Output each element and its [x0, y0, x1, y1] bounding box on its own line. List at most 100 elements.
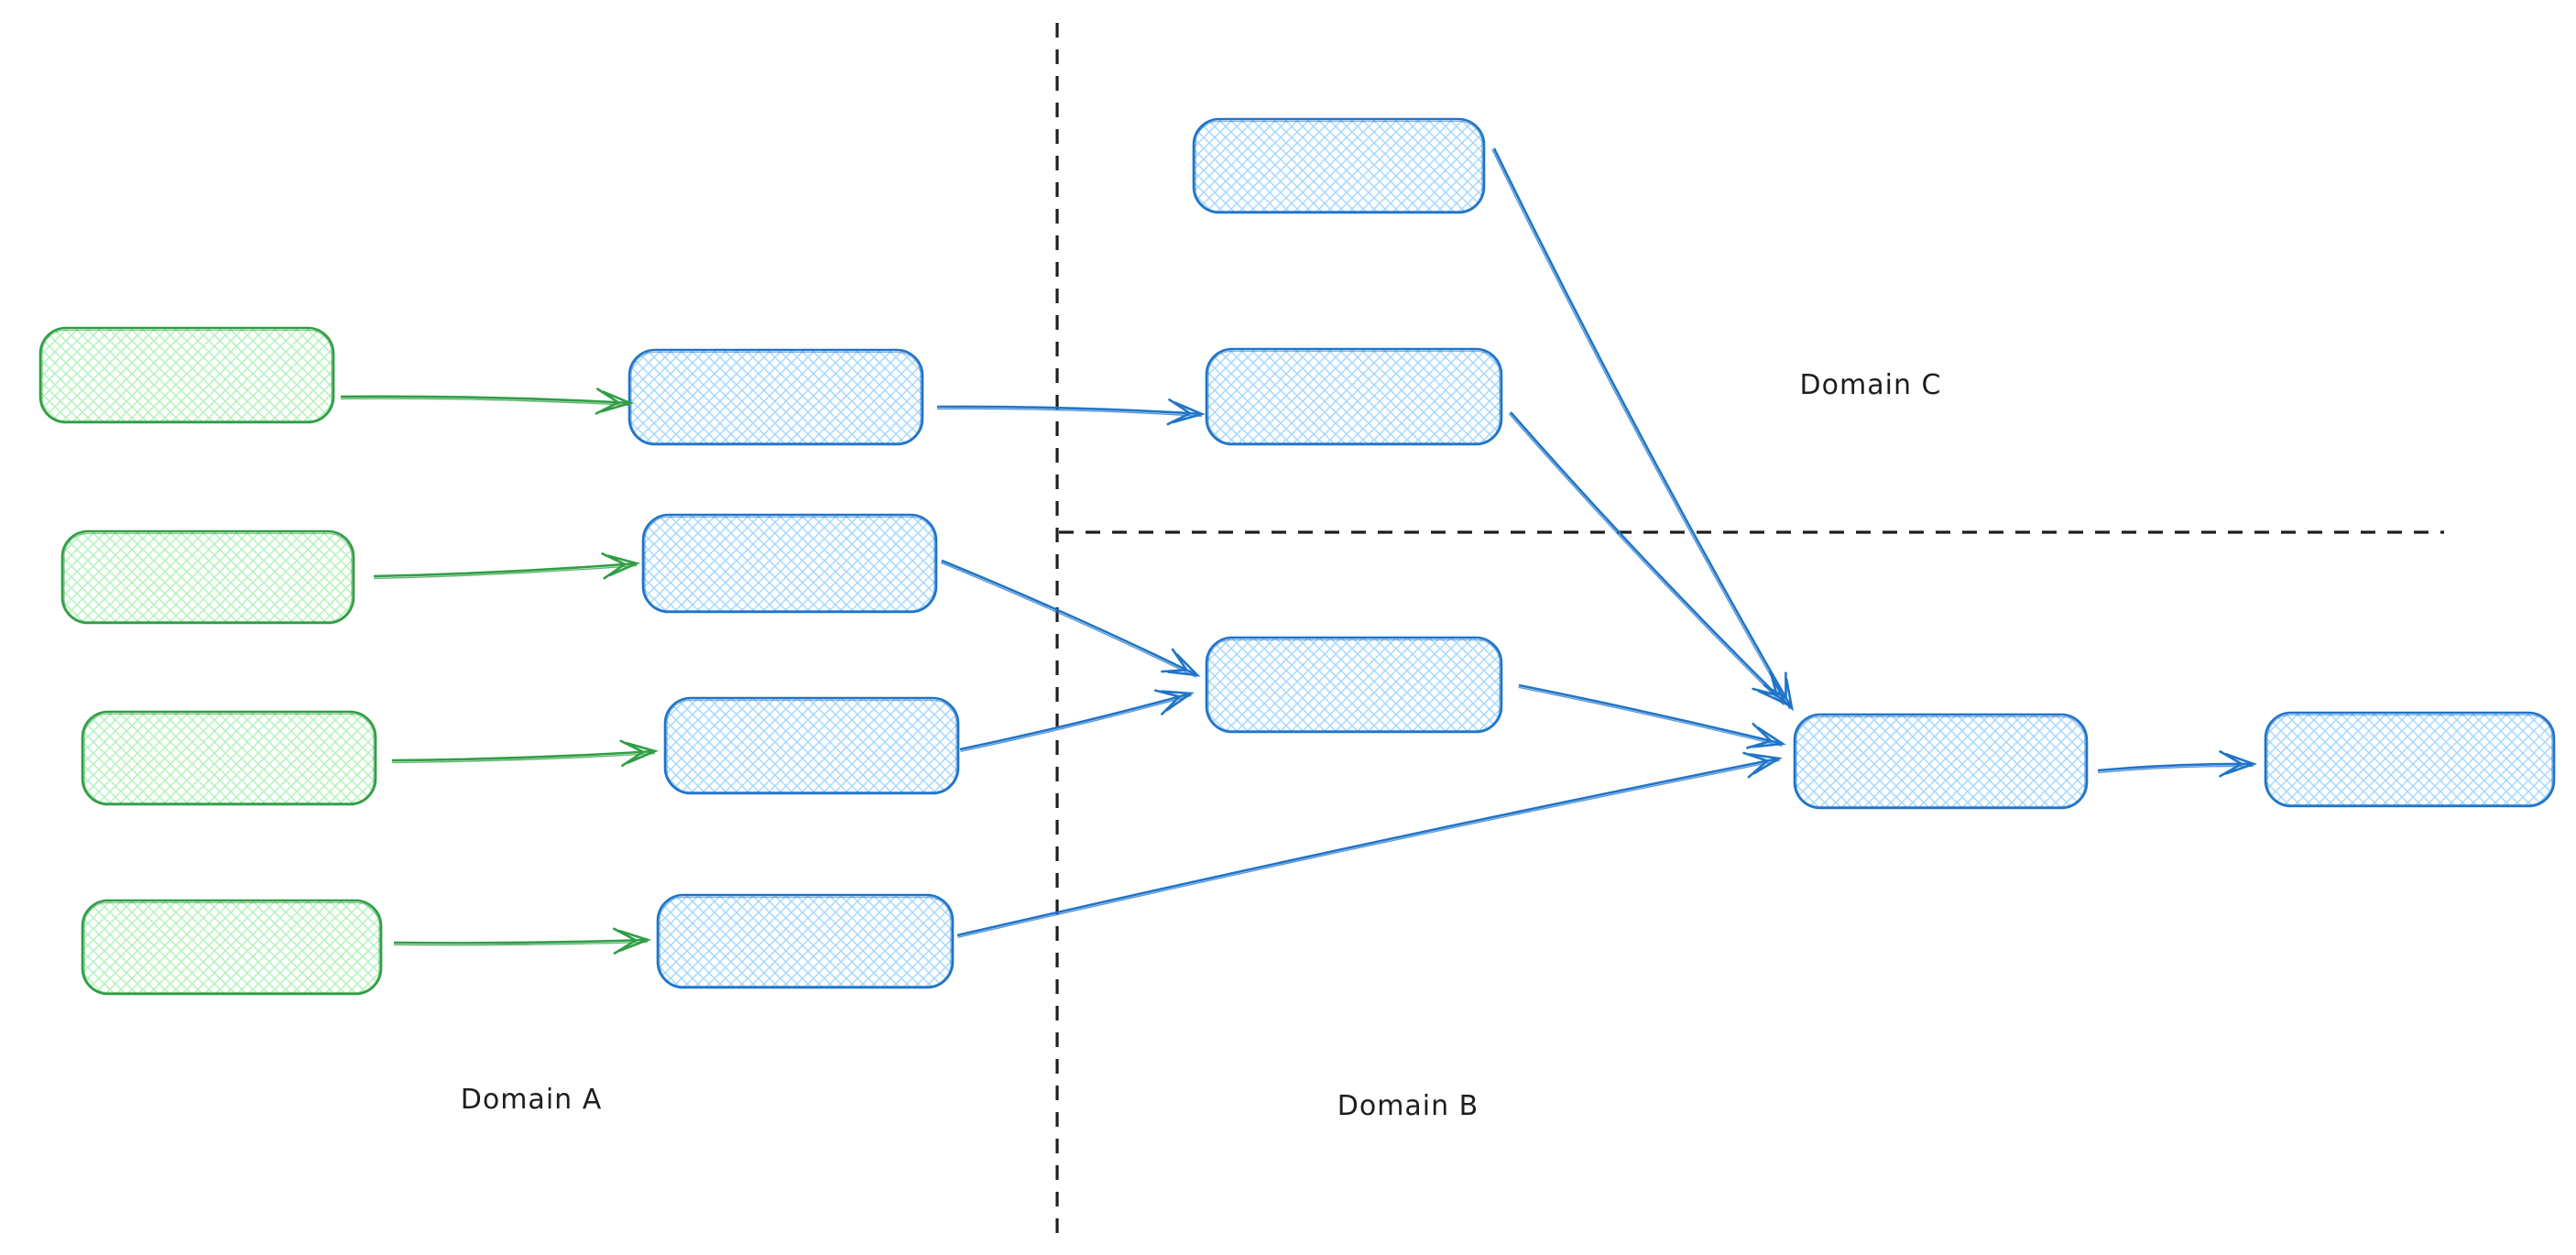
- arrowhead: [1757, 675, 1788, 706]
- node-a-source-4[interactable]: [81, 899, 383, 996]
- arrow-line-sketch: [1508, 413, 1785, 706]
- arrowhead: [1161, 648, 1189, 673]
- node-body-b-low: [1205, 636, 1503, 734]
- arrowhead: [619, 739, 646, 767]
- node-body-b-mid: [1205, 347, 1503, 446]
- arrow-line: [956, 757, 1780, 937]
- node-sketch-stroke: [1796, 715, 2086, 808]
- arrowhead: [1749, 753, 1783, 775]
- arrowhead: [601, 390, 634, 413]
- arrow-line: [391, 749, 656, 762]
- node-b-mid[interactable]: [1205, 347, 1503, 446]
- node-sketch-stroke: [666, 699, 957, 793]
- arrow-line: [936, 405, 1203, 416]
- node-body-a-source-2: [60, 529, 355, 625]
- arrowhead: [2219, 750, 2244, 778]
- domain-c-label[interactable]: Domain C: [1800, 369, 1942, 401]
- arrow-blow-hub[interactable]: [1518, 683, 1786, 749]
- arrowhead: [625, 741, 659, 764]
- node-body-a-source-4: [81, 899, 383, 996]
- arrow-line-sketch: [960, 694, 1192, 752]
- node-body-c-hub: [1793, 713, 2089, 810]
- node-sketch-stroke: [41, 329, 333, 422]
- node-c-output[interactable]: [2264, 711, 2556, 808]
- domain-a-label[interactable]: Domain A: [461, 1084, 602, 1116]
- arrowhead: [1154, 689, 1182, 715]
- arrow-line-sketch: [1491, 148, 1791, 710]
- arrow-stage4-hub[interactable]: [956, 751, 1783, 938]
- arrowhead: [1172, 401, 1206, 424]
- domain-b-label[interactable]: Domain B: [1337, 1090, 1479, 1122]
- arrowhead: [1746, 723, 1774, 749]
- arrowhead: [1166, 652, 1201, 677]
- arrowhead: [612, 927, 639, 955]
- arrow-stage3-blow[interactable]: [959, 689, 1195, 752]
- arrowhead: [606, 554, 640, 577]
- node-sketch-stroke: [1207, 350, 1501, 444]
- arrow-src2-stage2[interactable]: [373, 552, 640, 580]
- node-b-top[interactable]: [1192, 117, 1486, 214]
- node-body-a-stage-1: [628, 348, 924, 446]
- node-sketch-stroke: [644, 516, 935, 612]
- arrowhead: [1752, 726, 1786, 748]
- arrow-src4-stage4[interactable]: [393, 927, 651, 955]
- arrowhead: [595, 387, 621, 415]
- node-body-a-source-3: [81, 710, 377, 806]
- arrow-src3-stage3[interactable]: [391, 739, 659, 767]
- node-a-stage-4[interactable]: [656, 893, 955, 989]
- arrow-btop-hub[interactable]: [1491, 147, 1794, 712]
- node-sketch-stroke: [1207, 638, 1501, 732]
- arrow-stage2-blow[interactable]: [940, 559, 1201, 678]
- arrowhead: [1752, 670, 1779, 697]
- node-a-source-3[interactable]: [81, 710, 377, 806]
- arrow-bmid-hub[interactable]: [1508, 411, 1788, 706]
- arrow-line: [1518, 683, 1784, 746]
- node-body-b-top: [1192, 117, 1486, 214]
- arrowhead: [601, 552, 628, 580]
- arrow-line-sketch: [940, 562, 1197, 678]
- node-sketch-stroke: [83, 901, 380, 994]
- arrow-line: [393, 938, 649, 944]
- arrow-line-sketch: [1518, 686, 1783, 747]
- node-a-source-2[interactable]: [60, 529, 355, 625]
- node-a-source-1[interactable]: [38, 326, 335, 424]
- arrow-hub-output[interactable]: [2097, 750, 2257, 778]
- arrow-stage1-bmid[interactable]: [936, 398, 1206, 426]
- node-c-hub[interactable]: [1793, 713, 2089, 810]
- node-sketch-stroke: [630, 351, 922, 444]
- arrowhead: [1742, 751, 1770, 779]
- node-a-stage-1[interactable]: [628, 348, 924, 446]
- arrowhead: [1160, 690, 1195, 712]
- arrow-line: [373, 562, 638, 578]
- node-sketch-stroke: [2266, 714, 2553, 806]
- node-sketch-stroke: [83, 713, 375, 804]
- arrow-src1-stage1[interactable]: [340, 387, 634, 415]
- node-body-a-stage-4: [656, 893, 955, 989]
- arrowhead: [1166, 398, 1193, 426]
- arrow-line-sketch: [374, 564, 638, 580]
- arrowhead: [2224, 752, 2257, 775]
- node-body-c-output: [2264, 711, 2556, 808]
- arrow-line-sketch: [957, 759, 1780, 938]
- node-b-low[interactable]: [1205, 636, 1503, 734]
- arrow-line-sketch: [392, 752, 656, 764]
- arrow-line: [1492, 147, 1794, 709]
- arrow-line: [340, 395, 631, 405]
- node-body-a-stage-2: [641, 513, 938, 614]
- node-sketch-stroke: [63, 532, 353, 623]
- arrow-line: [1510, 411, 1786, 704]
- node-sketch-stroke: [1195, 120, 1483, 213]
- arrow-line: [941, 559, 1198, 677]
- arrow-line-sketch: [340, 398, 630, 407]
- arrow-line: [2097, 762, 2254, 772]
- node-a-stage-2[interactable]: [641, 513, 938, 614]
- node-body-a-stage-3: [663, 696, 960, 795]
- arrow-line-sketch: [936, 408, 1202, 418]
- node-sketch-stroke: [659, 896, 952, 988]
- arrow-line-sketch: [393, 941, 649, 946]
- node-a-stage-3[interactable]: [663, 696, 960, 795]
- node-body-a-source-1: [38, 326, 335, 424]
- arrow-line-sketch: [2098, 765, 2254, 774]
